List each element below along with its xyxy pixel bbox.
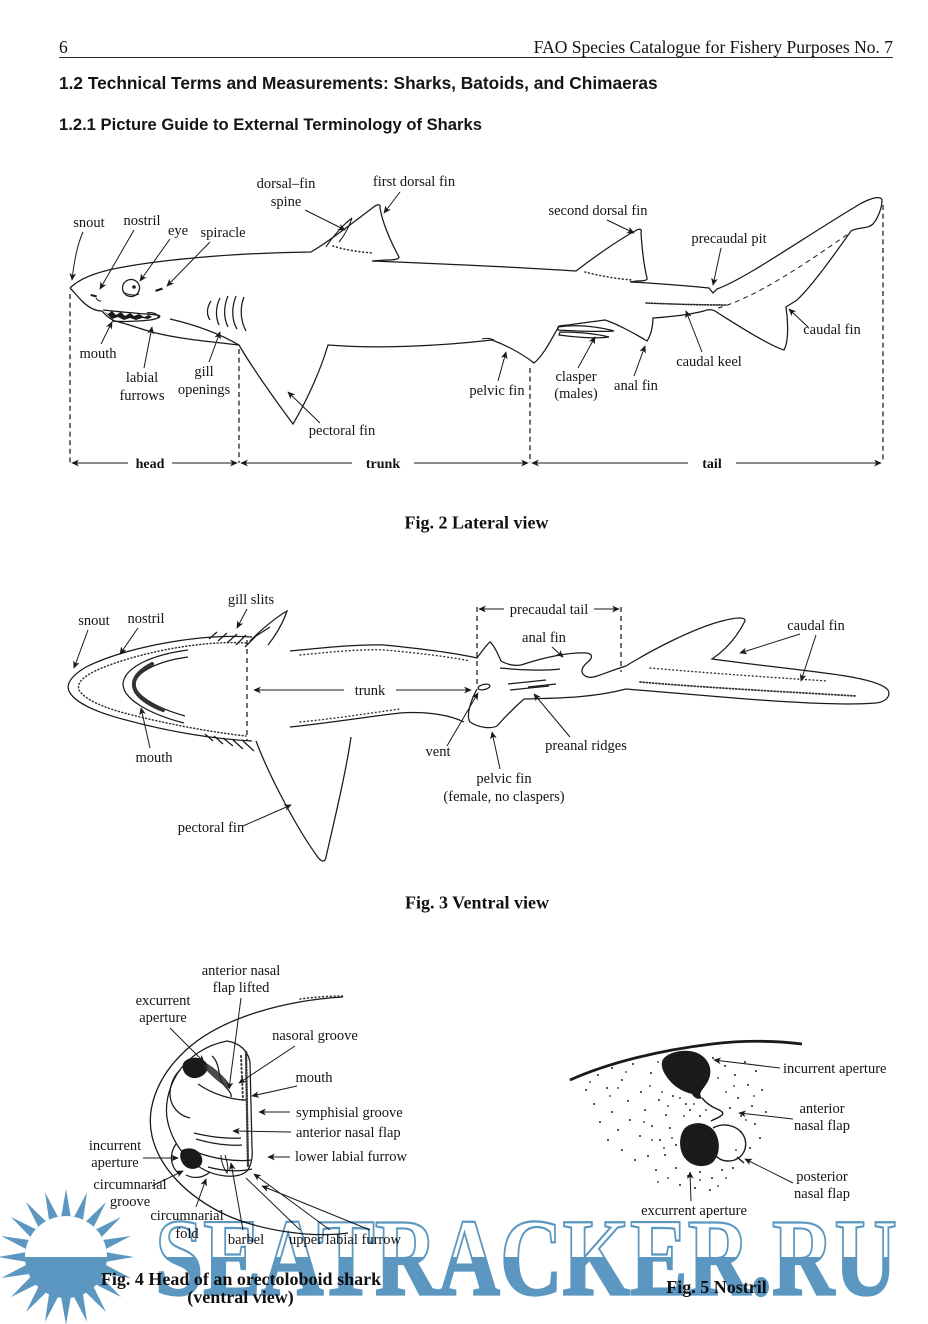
svg-text:preanal ridges: preanal ridges <box>545 738 627 754</box>
svg-text:flap lifted: flap lifted <box>213 980 271 996</box>
svg-text:Fig. 3 Ventral view: Fig. 3 Ventral view <box>405 893 549 913</box>
svg-text:anterior nasal: anterior nasal <box>202 963 281 979</box>
svg-text:trunk: trunk <box>355 683 386 699</box>
svg-text:anal fin: anal fin <box>522 630 567 646</box>
svg-text:snout: snout <box>73 215 104 231</box>
svg-text:posterior: posterior <box>796 1169 848 1185</box>
svg-text:furrows: furrows <box>119 388 164 404</box>
svg-text:anal fin: anal fin <box>614 378 659 394</box>
svg-text:anterior: anterior <box>799 1101 844 1117</box>
svg-text:nostril: nostril <box>123 213 160 229</box>
svg-text:mouth: mouth <box>295 1070 333 1086</box>
svg-text:first dorsal fin: first dorsal fin <box>373 174 456 190</box>
svg-text:(males): (males) <box>554 386 598 402</box>
svg-text:nostril: nostril <box>127 611 164 627</box>
svg-text:aperture: aperture <box>91 1155 139 1171</box>
svg-text:incurrent: incurrent <box>89 1138 141 1154</box>
svg-text:(female, no claspers): (female, no claspers) <box>443 789 564 805</box>
svg-text:SEATRACKER.RU: SEATRACKER.RU <box>155 1197 897 1319</box>
svg-text:clasper: clasper <box>555 369 596 385</box>
svg-text:(ventral view): (ventral view) <box>187 1287 293 1308</box>
svg-text:mouth: mouth <box>135 750 173 766</box>
svg-text:tail: tail <box>702 457 722 472</box>
svg-text:precaudal tail: precaudal tail <box>510 602 589 618</box>
svg-text:nasoral groove: nasoral groove <box>272 1028 358 1044</box>
svg-text:Fig. 2 Lateral view: Fig. 2 Lateral view <box>405 513 549 533</box>
svg-text:pectoral fin: pectoral fin <box>309 423 376 439</box>
svg-text:Fig. 5 Nostril: Fig. 5 Nostril <box>666 1277 767 1297</box>
svg-text:circumnarial: circumnarial <box>150 1208 223 1224</box>
svg-text:second dorsal fin: second dorsal fin <box>548 203 648 219</box>
svg-text:pelvic fin: pelvic fin <box>476 771 532 787</box>
svg-text:aperture: aperture <box>139 1010 187 1026</box>
svg-text:snout: snout <box>78 613 109 629</box>
svg-text:nasal flap: nasal flap <box>794 1186 850 1202</box>
svg-text:incurrent aperture: incurrent aperture <box>783 1061 886 1077</box>
svg-text:nasal flap: nasal flap <box>794 1118 850 1134</box>
svg-text:groove: groove <box>110 1194 150 1210</box>
svg-text:pectoral fin: pectoral fin <box>178 820 245 836</box>
svg-text:fold: fold <box>175 1226 199 1242</box>
svg-text:gill slits: gill slits <box>228 592 275 608</box>
svg-text:openings: openings <box>178 382 231 398</box>
svg-text:dorsal–fin: dorsal–fin <box>257 176 317 192</box>
svg-text:vent: vent <box>426 744 451 760</box>
svg-text:excurrent: excurrent <box>136 993 191 1009</box>
svg-text:precaudal pit: precaudal pit <box>691 231 766 247</box>
svg-text:circumnarial: circumnarial <box>93 1177 166 1193</box>
svg-text:symphisial groove: symphisial groove <box>296 1105 403 1121</box>
svg-text:barbel: barbel <box>228 1232 264 1248</box>
svg-text:anterior nasal flap: anterior nasal flap <box>296 1125 401 1141</box>
svg-text:spiracle: spiracle <box>200 225 245 241</box>
svg-text:spine: spine <box>271 194 302 210</box>
svg-text:caudal fin: caudal fin <box>787 618 845 634</box>
svg-text:gill: gill <box>194 364 213 380</box>
svg-text:mouth: mouth <box>79 346 117 362</box>
svg-text:head: head <box>136 457 165 472</box>
svg-text:upper labial furrow: upper labial furrow <box>289 1232 401 1248</box>
svg-text:labial: labial <box>126 370 158 386</box>
svg-text:Fig. 4 Head of an orectoloboid: Fig. 4 Head of an orectoloboid shark <box>101 1269 381 1289</box>
svg-text:excurrent aperture: excurrent aperture <box>641 1203 747 1219</box>
svg-text:pelvic fin: pelvic fin <box>469 383 525 399</box>
svg-text:caudal fin: caudal fin <box>803 322 861 338</box>
svg-text:lower labial furrow: lower labial furrow <box>295 1149 407 1165</box>
svg-text:caudal keel: caudal keel <box>676 354 742 370</box>
svg-text:trunk: trunk <box>366 457 400 472</box>
svg-text:eye: eye <box>168 223 188 239</box>
